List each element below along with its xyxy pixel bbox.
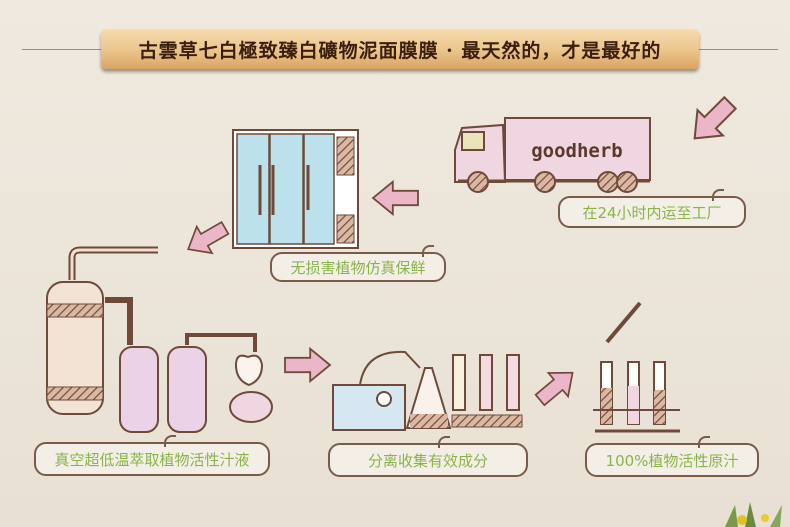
banner-title: 古雲草七白極致臻白礦物泥面膜膜 · 最天然的，才是最好的 bbox=[138, 39, 662, 62]
label-juice: 100%植物活性原汁 bbox=[585, 436, 759, 477]
truck-icon bbox=[454, 117, 651, 193]
separation-equipment-icon bbox=[332, 350, 523, 431]
label-transport: 在24小时内运至工厂 bbox=[558, 189, 746, 228]
step-4-label: 分离收集有效成分 bbox=[367, 451, 488, 470]
arrow-icon bbox=[372, 180, 419, 216]
plant-decoration-icon bbox=[725, 502, 782, 527]
label-separate: 分离收集有效成分 bbox=[328, 436, 528, 477]
step-5-label: 100%植物活性原汁 bbox=[605, 451, 739, 470]
title-banner: 古雲草七白極致臻白礦物泥面膜膜 · 最天然的，才是最好的 bbox=[101, 29, 699, 69]
fridge-icon bbox=[232, 129, 359, 249]
label-extract: 真空超低温萃取植物活性汁液 bbox=[34, 435, 270, 476]
step-2-label: 无损害植物仿真保鲜 bbox=[290, 258, 426, 277]
label-preserve: 无损害植物仿真保鲜 bbox=[270, 245, 446, 282]
test-tubes-icon bbox=[593, 301, 680, 433]
arrow-icon bbox=[529, 360, 584, 413]
step-1-label: 在24小时内运至工厂 bbox=[582, 203, 722, 222]
title-line-right bbox=[698, 49, 778, 50]
step-3-label: 真空超低温萃取植物活性汁液 bbox=[54, 450, 250, 469]
extraction-tower-icon bbox=[46, 246, 273, 433]
arrow-icon bbox=[680, 89, 744, 153]
arrow-icon bbox=[284, 347, 331, 383]
title-line-left bbox=[22, 49, 102, 50]
truck-brand: goodherb bbox=[531, 140, 623, 162]
arrow-icon bbox=[179, 213, 234, 264]
